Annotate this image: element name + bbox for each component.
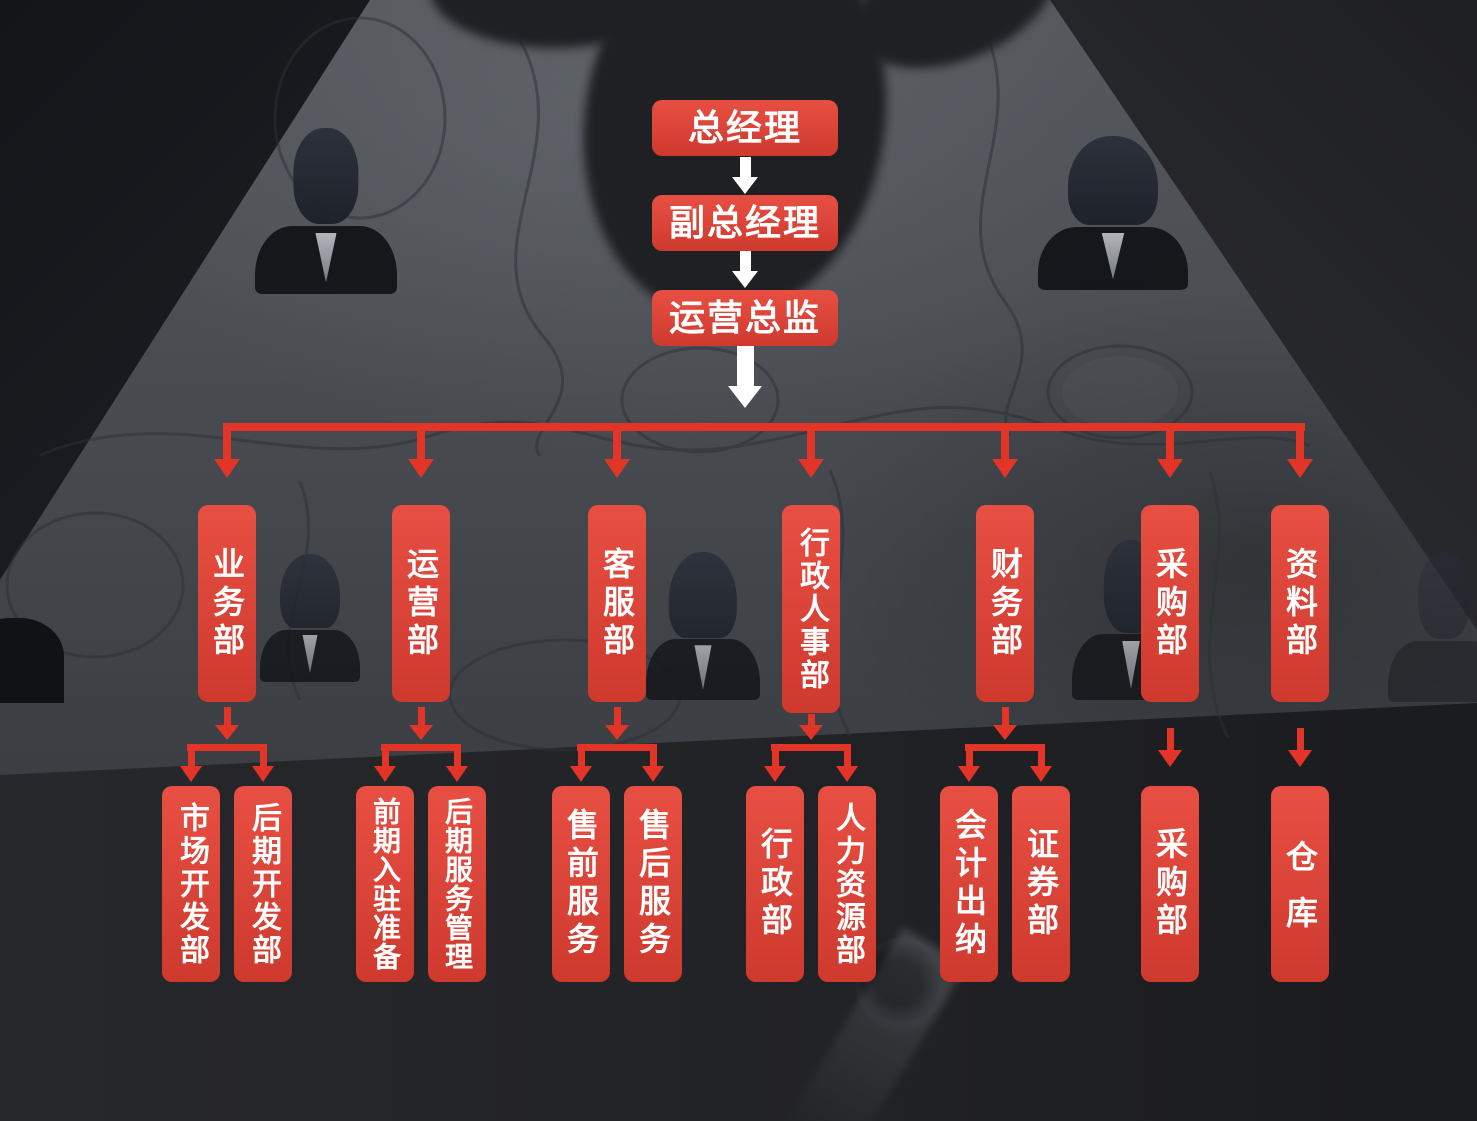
dept-box-admin-hr: 行政人事部 (782, 505, 840, 713)
leaf-box-post-service-mgmt: 后期服务管理 (428, 786, 486, 982)
shirt-collar (315, 232, 337, 283)
dept-box-finance: 财务部 (976, 505, 1034, 702)
person-silhouette-male-right-edge (1388, 552, 1477, 702)
shirt-collar (1122, 640, 1140, 689)
person-silhouette-female-top-right (1038, 136, 1188, 290)
leaf-box-aftersales-service: 售后服务 (624, 786, 682, 982)
dept-box-operations: 运营部 (392, 505, 450, 702)
leaf-box-administration: 行政部 (746, 786, 804, 982)
shirt-collar (694, 645, 712, 690)
box-general-manager: 总经理 (652, 100, 838, 156)
connector-main-line (223, 423, 1305, 431)
leaf-box-presales-service: 售前服务 (552, 786, 610, 982)
leaf-box-warehouse: 仓库 (1271, 786, 1329, 982)
branch-bar-operations (381, 744, 461, 751)
dept-box-business: 业务部 (198, 505, 256, 702)
person-silhouette-female-mid-left (260, 554, 360, 682)
person-silhouette-female-mid-center (646, 552, 760, 700)
leaf-box-post-development: 后期开发部 (234, 786, 292, 982)
leaf-box-early-move-in-prep: 前期入驻准备 (356, 786, 414, 982)
leaf-box-purchasing: 采购部 (1141, 786, 1199, 982)
leaf-box-securities: 证券部 (1012, 786, 1070, 982)
box-operations-director: 运营总监 (652, 290, 838, 346)
branch-bar-business (187, 744, 267, 751)
branch-bar-admin-hr (771, 744, 851, 751)
person-silhouette-male-top-left (255, 128, 397, 294)
person-silhouette-left-edge-partial (0, 618, 64, 703)
shirt-collar (302, 634, 318, 674)
leaf-box-human-resources: 人力资源部 (818, 786, 876, 982)
dept-box-data: 资料部 (1271, 505, 1329, 702)
leaf-box-accounting-cashier: 会计出纳 (940, 786, 998, 982)
leaf-box-market-development: 市场开发部 (162, 786, 220, 982)
dept-box-purchasing: 采购部 (1141, 505, 1199, 702)
shirt-collar (1101, 233, 1125, 280)
box-deputy-general-manager: 副总经理 (652, 195, 838, 251)
dept-box-customer-service: 客服部 (588, 505, 646, 702)
branch-bar-customer-service (577, 744, 657, 751)
branch-bar-finance (965, 744, 1045, 751)
